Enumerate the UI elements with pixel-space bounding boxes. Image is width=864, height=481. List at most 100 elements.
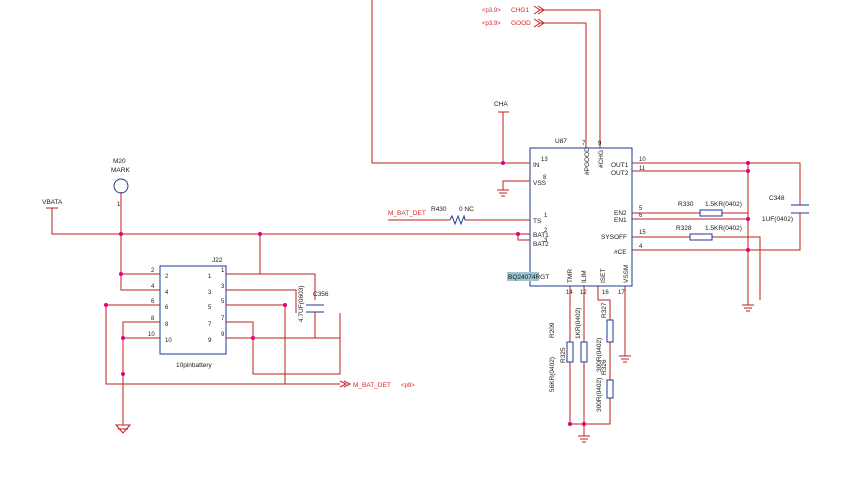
r327-ref: R327 <box>601 302 608 318</box>
j22-label: 10pinbattery <box>176 362 213 369</box>
j22-connector: J22 10pinbattery 2 2 4 4 6 6 8 8 10 10 1… <box>140 257 246 369</box>
r325-ref: R325 <box>560 347 567 363</box>
ground-icon <box>742 300 754 312</box>
j22-inner-pin-6: 6 <box>165 305 169 311</box>
u87-pin-bat2: BAT2 <box>533 241 549 248</box>
c348-value: 1UF(0402) <box>762 216 793 223</box>
j22-outer-pin-5: 5 <box>221 299 225 305</box>
c356-value: 4.7UF(0603) <box>298 286 305 323</box>
m-bat-det-output: M_BAT_DET <p9> <box>339 380 415 389</box>
cha-label: CHA <box>494 101 508 108</box>
r325-value: 1KR(0402) <box>575 308 582 339</box>
c348-capacitor: C348 1UF(0402) <box>762 195 809 223</box>
r209-ref: R209 <box>549 322 556 338</box>
u87-pin-num-17: 17 <box>618 290 625 296</box>
u87-ref: U87 <box>555 138 567 145</box>
u87-pin-num-8: 8 <box>543 175 547 181</box>
chg1-ref: <p3,9> <box>482 8 501 14</box>
u87-pin-num-10: 10 <box>639 157 646 163</box>
good-arrow-icon <box>533 18 545 28</box>
r430-ref: R430 <box>431 206 447 213</box>
c356-ref: C356 <box>313 291 329 298</box>
u87-pin-tmr: TMR <box>567 269 574 283</box>
r330-ref: R330 <box>678 201 694 208</box>
c356-capacitor: C356 4.7UF(0603) <box>298 286 329 323</box>
r326-value: 300R(0402) <box>596 378 603 412</box>
r-56k-value: 56KR(0402) <box>549 357 556 392</box>
r328-ref: R328 <box>676 225 692 232</box>
j22-inner-pin-1: 1 <box>208 274 212 280</box>
u87-pin-num-2: 2 <box>544 228 548 234</box>
u87-pin-num-4: 4 <box>639 244 643 250</box>
chg1-net: CHG1 <box>511 7 529 14</box>
u87-pin-bat1: BAT1 <box>533 232 549 239</box>
j22-outer-pin-7: 7 <box>221 316 225 322</box>
ground-icon <box>578 435 590 443</box>
j22-ref: J22 <box>212 257 223 264</box>
u87-pin-sysoff: SYSOFF <box>601 234 627 241</box>
u87-pin-vssm: VSSM <box>623 265 630 283</box>
ground-icon <box>619 355 631 363</box>
u87-chip: U87 13 IN 8 VSS 1 TS 2 BAT1 3 BAT2 10 OU… <box>507 138 646 296</box>
m-bat-det-ref: <p9> <box>401 383 415 389</box>
u87-pin-en1: EN1 <box>614 217 627 224</box>
c348-ref: C348 <box>769 195 785 202</box>
u87-pin-num-1: 1 <box>544 213 548 219</box>
j22-inner-pin-10: 10 <box>165 338 172 344</box>
u87-pin-pgood: #PGOOD <box>584 147 591 175</box>
u87-pin-ilim: ILIM <box>581 270 588 283</box>
r328-value: 1.5KR(0402) <box>705 225 742 232</box>
vbata-power-symbol: VBATA <box>42 199 63 209</box>
u87-part-number: BQ24074RGT <box>508 274 549 281</box>
chg1-arrow-icon <box>533 5 545 15</box>
bottom-resistors: R209 R325 56KR(0402) 1KR(0402) R327 300R… <box>549 302 614 412</box>
j22-inner-pin-8: 8 <box>165 322 169 328</box>
j22-inner-pin-9: 9 <box>208 338 212 344</box>
vbata-label: VBATA <box>42 199 63 206</box>
u87-pin-iset: ISET <box>600 269 607 283</box>
r330-value: 1.5KR(0402) <box>705 201 742 208</box>
u87-pin-out1: OUT1 <box>611 162 629 169</box>
ground-symbols <box>114 189 754 443</box>
u87-pin-num-7: 7 <box>582 141 586 147</box>
u87-pin-num-5: 5 <box>639 206 643 212</box>
u87-pin-out2: OUT2 <box>611 170 629 177</box>
u87-pin-num-16: 16 <box>602 290 609 296</box>
ground-icon <box>114 424 132 434</box>
u87-pin-num-11: 11 <box>639 166 646 172</box>
j22-outer-pin-3: 3 <box>221 284 225 290</box>
wires <box>51 0 801 436</box>
r326-ref: R326 <box>601 359 608 375</box>
j22-outer-pin-1: 1 <box>221 268 225 274</box>
j22-outer-pin-2: 2 <box>151 268 155 274</box>
j22-outer-pin-6: 6 <box>151 299 155 305</box>
net-labels-top: <p3,9> CHG1 <p3,9> GOOD <box>482 5 545 28</box>
r430-resistor: M_BAT_DET R430 0 NC <box>388 206 474 226</box>
j22-outer-pin-9: 9 <box>221 332 225 338</box>
j22-outer-pin-4: 4 <box>151 284 155 290</box>
u87-pin-chg: #CHG <box>598 150 605 168</box>
m20-ref: M20 <box>113 158 126 165</box>
u87-pin-num-6: 6 <box>639 213 643 219</box>
junction-dots <box>104 161 750 426</box>
m-bat-det-out-label: M_BAT_DET <box>353 382 391 389</box>
u87-pin-in: IN <box>533 162 540 169</box>
r330-resistor: R330 1.5KR(0402) <box>678 201 742 217</box>
u87-pin-en2: EN2 <box>614 210 627 217</box>
cha-power-symbol: CHA <box>494 101 509 113</box>
j22-outer-pin-8: 8 <box>151 316 155 322</box>
j22-inner-pin-7: 7 <box>208 322 212 328</box>
m-bat-det-in-label: M_BAT_DET <box>388 210 426 217</box>
u87-pin-num-15: 15 <box>639 230 646 236</box>
good-net: GOOD <box>511 20 531 27</box>
m20-value: MARK <box>111 167 130 174</box>
u87-pin-num-9: 9 <box>598 141 602 147</box>
u87-pin-num-3: 3 <box>544 238 548 244</box>
j22-inner-pin-4: 4 <box>165 290 169 296</box>
u87-part-highlight <box>507 272 539 281</box>
u87-pin-num-14: 14 <box>566 290 573 296</box>
u87-pin-vss: VSS <box>533 180 547 187</box>
ground-icon <box>497 189 509 197</box>
u87-pin-num-12: 12 <box>580 290 587 296</box>
